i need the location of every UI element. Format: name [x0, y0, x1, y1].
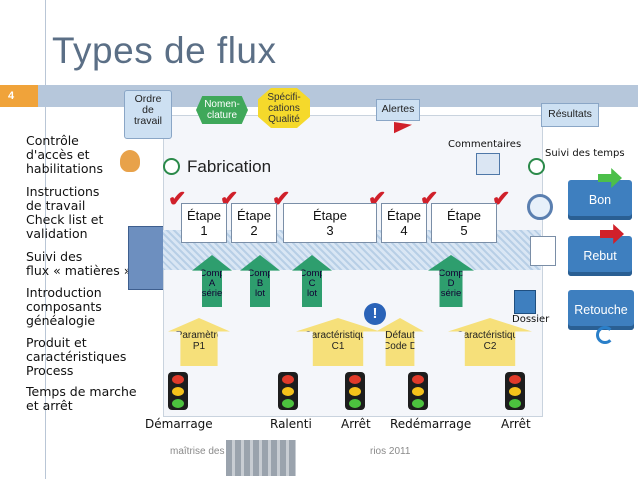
footer-left: maîtrise des flux — [170, 446, 243, 457]
traffic-light-icon — [505, 372, 525, 410]
magnifier-icon — [527, 194, 553, 220]
resultats-output: Résultats — [541, 103, 599, 127]
traffic-light-icon — [345, 372, 365, 410]
plc-device-icon — [226, 440, 296, 476]
specifications-input: Spécifi- cations Qualité — [258, 88, 310, 128]
ordre-travail-input: Ordre de travail — [124, 90, 172, 139]
bon-button[interactable]: Bon — [568, 180, 632, 220]
rebut-button[interactable]: Rebut — [568, 236, 632, 276]
clock-icon-right — [528, 158, 545, 175]
vertical-rule — [45, 0, 46, 479]
label-acces: Contrôle d'accès et habilitations — [26, 133, 103, 176]
clock-icon — [163, 158, 180, 175]
state-arret: Arrêt — [341, 417, 371, 431]
step-3: Étape 3 — [283, 203, 377, 243]
label-produit: Produit et caractéristiques Process — [26, 335, 127, 378]
step-1: Étape 1 — [181, 203, 227, 243]
document-icon — [530, 236, 556, 266]
state-ralenti: Ralenti — [270, 417, 312, 431]
label-temps: Temps de marche et arrêt — [26, 384, 137, 413]
label-introduction: Introduction composants généalogie — [26, 285, 102, 328]
label-suivi-flux: Suivi des flux « matières » — [26, 249, 131, 278]
slide-title: Types de flux — [52, 30, 277, 71]
step-4: Étape 4 — [381, 203, 427, 243]
traffic-light-icon — [408, 372, 428, 410]
state-redemarrage: Redémarrage — [390, 417, 472, 431]
traffic-light-icon — [168, 372, 188, 410]
state-demarrage: Démarrage — [145, 417, 213, 431]
info-icon: ! — [364, 303, 386, 325]
step-2: Étape 2 — [231, 203, 277, 243]
footer-right: rios 2011 — [370, 446, 411, 457]
user-icon — [120, 150, 140, 172]
scanner-icon — [128, 226, 164, 290]
step-5: Étape 5 — [431, 203, 497, 243]
alertes-input: Alertes — [376, 99, 420, 121]
retouche-button[interactable]: Retouche — [568, 290, 634, 330]
dossier-icon — [514, 290, 536, 314]
rework-cycle-icon — [596, 326, 614, 344]
state-arret-2: Arrêt — [501, 417, 531, 431]
slide-number: 4 — [0, 85, 38, 107]
traffic-light-icon — [278, 372, 298, 410]
fabrication-label: Fabrication — [187, 157, 272, 176]
nomenclature-input: Nomen- clature — [196, 96, 248, 124]
alert-flag-icon — [394, 122, 412, 134]
commentaires-label: Commentaires — [448, 139, 522, 150]
dossier-label: Dossier — [512, 314, 550, 325]
suivi-temps-label: Suivi des temps — [545, 148, 625, 159]
label-instructions: Instructions de travail Check list et va… — [26, 184, 104, 241]
comment-edit-icon — [476, 153, 500, 175]
